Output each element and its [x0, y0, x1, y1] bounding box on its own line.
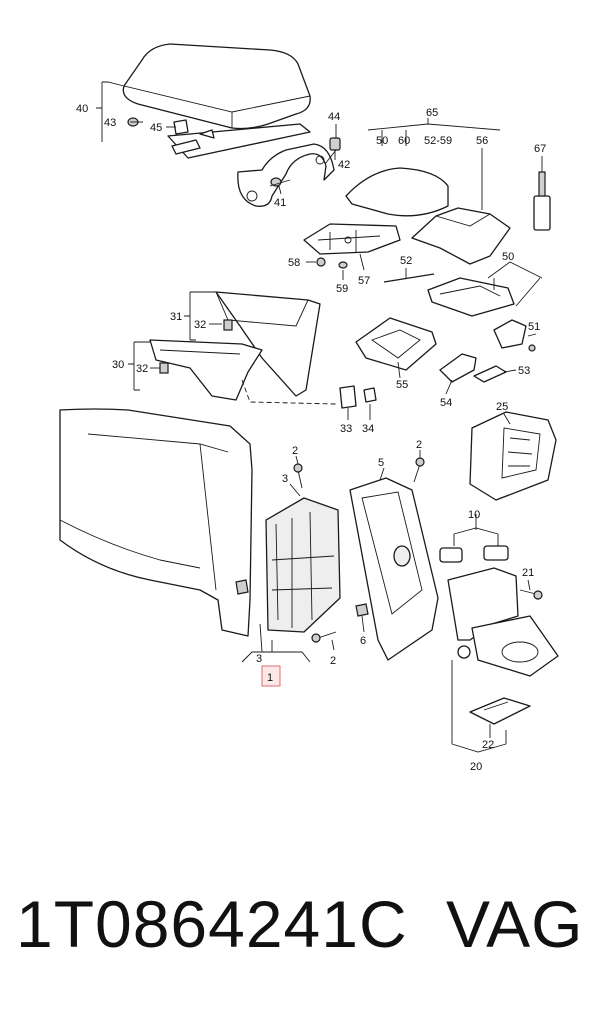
side-panel-5[interactable] [349, 477, 439, 661]
callout-6[interactable]: 6 [360, 635, 366, 647]
callout-1[interactable]: 1 [267, 672, 273, 684]
clip-32b[interactable] [159, 362, 169, 374]
callout-54[interactable]: 54 [440, 397, 452, 409]
callout-52a[interactable]: 52 [400, 255, 412, 267]
insert-54[interactable] [439, 353, 477, 383]
brand-label: VAG [446, 887, 584, 961]
callout-10[interactable]: 10 [468, 509, 480, 521]
callout-25[interactable]: 25 [496, 401, 508, 413]
console-bracket-1[interactable] [265, 497, 341, 633]
screw-44[interactable] [329, 137, 341, 160]
clip-6[interactable] [355, 603, 369, 617]
part-number: 1T0864241C [16, 887, 408, 961]
callout-45[interactable]: 45 [150, 122, 162, 134]
callout-52b[interactable]: 52-59 [424, 135, 452, 147]
callout-60[interactable]: 60 [398, 135, 410, 147]
callout-50a[interactable]: 50 [376, 135, 388, 147]
callout-20[interactable]: 20 [470, 761, 482, 773]
callout-67[interactable]: 67 [534, 143, 546, 155]
callout-30[interactable]: 30 [112, 359, 124, 371]
callout-31[interactable]: 31 [170, 311, 182, 323]
leader-lines [96, 81, 543, 753]
callout-34[interactable]: 34 [362, 423, 374, 435]
mat-55[interactable] [355, 317, 437, 371]
pin-41[interactable] [269, 177, 291, 187]
callout-2c[interactable]: 2 [330, 655, 336, 667]
clip-45[interactable] [171, 119, 215, 155]
latch-mechanism[interactable] [427, 277, 515, 317]
callout-53[interactable]: 53 [518, 365, 530, 377]
callout-33[interactable]: 33 [340, 423, 352, 435]
callout-44[interactable]: 44 [328, 111, 340, 123]
footer: 1T0864241C VAG [0, 880, 600, 990]
cup-holder-20[interactable] [447, 567, 559, 677]
tool-67[interactable] [533, 171, 551, 231]
callout-numbers: 1 2 2 2 3 3 5 6 10 20 21 22 25 30 31 32 … [76, 103, 546, 773]
callout-51[interactable]: 51 [528, 321, 540, 333]
callout-3b[interactable]: 3 [256, 653, 262, 665]
rod-52[interactable] [383, 273, 435, 283]
air-vent-25[interactable] [469, 411, 557, 501]
screw-2c[interactable] [311, 631, 337, 643]
callout-50b[interactable]: 50 [502, 251, 514, 263]
callout-41[interactable]: 41 [274, 197, 286, 209]
nut-59[interactable] [338, 261, 348, 269]
screw-58[interactable] [316, 257, 326, 267]
centre-console-body [59, 408, 253, 637]
callout-57[interactable]: 57 [358, 275, 370, 287]
callout-59[interactable]: 59 [336, 283, 348, 295]
callout-3a[interactable]: 3 [282, 473, 288, 485]
frame-57[interactable] [303, 223, 401, 255]
latch-51[interactable] [493, 319, 536, 352]
callout-55[interactable]: 55 [396, 379, 408, 391]
exploded-parts-diagram: 1 2 2 2 3 3 5 6 10 20 21 22 25 30 31 32 … [59, 43, 559, 773]
screw-2b[interactable] [413, 457, 425, 483]
storage-cover-60[interactable] [345, 167, 449, 217]
callout-40[interactable]: 40 [76, 103, 88, 115]
callout-56[interactable]: 56 [476, 135, 488, 147]
callout-22[interactable]: 22 [482, 739, 494, 751]
selected-part-highlight [261, 665, 281, 687]
callout-2b[interactable]: 2 [416, 439, 422, 451]
callout-32b[interactable]: 32 [136, 363, 148, 375]
storage-tray-31[interactable] [215, 291, 321, 397]
cigarette-lighter-10[interactable] [439, 545, 509, 563]
callout-5[interactable]: 5 [378, 457, 384, 469]
hinge-bracket[interactable] [237, 143, 335, 207]
cap-53[interactable] [473, 365, 507, 383]
button-34[interactable] [363, 387, 377, 403]
callout-32a[interactable]: 32 [194, 319, 206, 331]
callout-42[interactable]: 42 [338, 159, 350, 171]
callout-43[interactable]: 43 [104, 117, 116, 129]
tray-56[interactable] [411, 207, 511, 265]
screw-21[interactable] [519, 589, 543, 600]
callout-58[interactable]: 58 [288, 257, 300, 269]
callout-65[interactable]: 65 [426, 107, 438, 119]
clip-3[interactable] [235, 579, 249, 595]
clip-32a[interactable] [223, 319, 233, 331]
armrest-lid[interactable] [122, 43, 311, 130]
callout-2a[interactable]: 2 [292, 445, 298, 457]
screw-2a[interactable] [293, 463, 303, 489]
switch-33[interactable] [339, 385, 357, 409]
callout-21[interactable]: 21 [522, 567, 534, 579]
plate-22[interactable] [469, 697, 531, 725]
